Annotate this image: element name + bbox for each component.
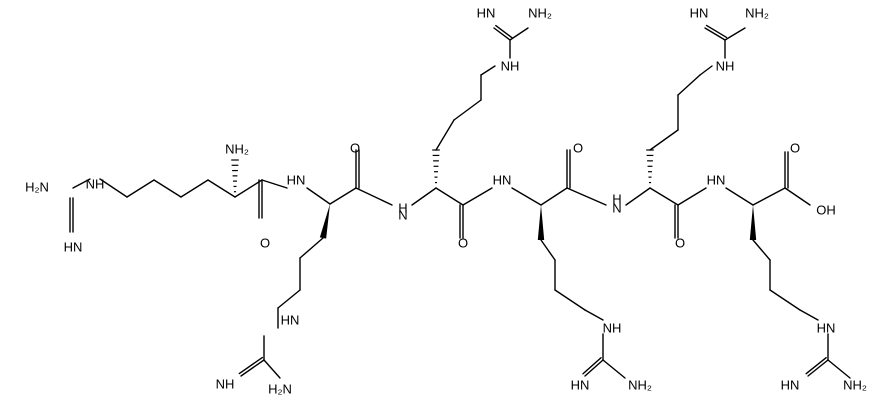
bond-guanidine5-nh2 bbox=[724, 27, 746, 41]
bond-chain bbox=[153, 179, 182, 198]
bond-chain bbox=[453, 99, 482, 121]
wedge-bond-alpha4 bbox=[537, 205, 545, 240]
bond-backbone bbox=[329, 187, 357, 205]
bond-chain bbox=[540, 239, 556, 261]
bond-backbone bbox=[435, 187, 464, 206]
nh2-label: NH₂ bbox=[628, 378, 652, 393]
bond-amide3 bbox=[462, 187, 493, 206]
hn-label: HN bbox=[781, 378, 800, 393]
nh-label: NH bbox=[603, 321, 622, 336]
bond-chain bbox=[769, 289, 801, 311]
hash-bond-alpha5 bbox=[646, 149, 654, 184]
o-label: O bbox=[573, 141, 583, 156]
nh2-label: NH₂ bbox=[745, 6, 769, 21]
hn-label: HN bbox=[707, 173, 726, 188]
bond-guanidine2-imine bbox=[238, 356, 263, 375]
n-label: N bbox=[398, 208, 407, 223]
bond-backbone bbox=[649, 187, 679, 206]
o-label: O bbox=[675, 236, 685, 251]
bond-amide4 bbox=[566, 187, 607, 206]
o-label: O bbox=[350, 141, 360, 156]
bond-chain bbox=[677, 74, 701, 96]
nh2-label: NH₂ bbox=[528, 6, 552, 21]
h-label: H bbox=[612, 192, 621, 207]
hn-label: HN bbox=[493, 173, 512, 188]
bond-chain bbox=[480, 65, 496, 76]
bond-chain bbox=[180, 179, 209, 198]
bond-guanidine5-imine bbox=[704, 27, 726, 41]
bond-amide1 bbox=[261, 179, 288, 189]
bond-chain bbox=[584, 309, 604, 321]
nh-label: NH bbox=[216, 377, 235, 392]
bond-chain bbox=[207, 179, 236, 198]
hash-bond-alpha3 bbox=[432, 149, 440, 184]
bond-chain bbox=[435, 119, 455, 151]
hn-label: HN bbox=[281, 313, 300, 328]
bond-chain bbox=[126, 179, 155, 198]
o-label: O bbox=[790, 141, 800, 156]
wedge-bond-alpha2 bbox=[319, 204, 330, 239]
bond-chain bbox=[277, 289, 301, 309]
bond-guanidine4-imine bbox=[584, 359, 604, 377]
nh-label: NH bbox=[86, 177, 105, 192]
bond-guanidine3-imine bbox=[495, 24, 513, 39]
bond-chain bbox=[699, 65, 713, 76]
bond-backbone bbox=[411, 187, 437, 206]
bond-backbone bbox=[511, 187, 542, 206]
h2n-label: H₂N bbox=[268, 382, 292, 397]
bond-chain bbox=[234, 179, 263, 198]
h2n-label: H₂N bbox=[25, 180, 49, 195]
bond-chain bbox=[554, 289, 586, 311]
o-label: O bbox=[260, 236, 270, 251]
bond-backbone bbox=[625, 187, 651, 206]
nh2-label: NH₂ bbox=[843, 378, 867, 393]
bond-chain bbox=[799, 309, 819, 321]
bond-backbone bbox=[752, 187, 786, 206]
bond-guanidine6-imine bbox=[807, 359, 829, 377]
hn-amide-label: HN bbox=[287, 173, 306, 188]
bond-guanidine3-imine bbox=[493, 27, 511, 41]
hash-bond-alpha1 bbox=[231, 159, 239, 193]
bond-amide5 bbox=[677, 187, 707, 206]
hn-label: HN bbox=[690, 6, 709, 21]
bond-guanidine5-imine bbox=[705, 24, 728, 39]
hn-label: HN bbox=[477, 6, 496, 21]
oh-label: OH bbox=[816, 203, 836, 218]
bond-backbone bbox=[540, 187, 568, 206]
bond-chain bbox=[649, 129, 679, 151]
bond-chain bbox=[752, 239, 771, 261]
bond-guanidine6-nh2 bbox=[827, 359, 851, 379]
bond-layer bbox=[69, 24, 851, 379]
n-label: N bbox=[612, 201, 621, 216]
bond-cooh bbox=[784, 187, 811, 206]
hn-label: HN bbox=[64, 240, 83, 255]
bond-guanidine1-nh2 bbox=[72, 178, 91, 189]
nh2-label: NH₂ bbox=[225, 142, 249, 157]
bond-guanidine2-nh2 bbox=[263, 359, 281, 379]
bond-guanidine4-imine bbox=[582, 357, 602, 375]
wedge-bond-alpha6 bbox=[749, 205, 757, 240]
bond-guanidine1-nh bbox=[99, 178, 128, 198]
bond-amide1-n bbox=[306, 187, 331, 205]
nh-label: NH bbox=[716, 59, 735, 74]
bond-guanidine4-nh2 bbox=[602, 359, 626, 379]
o-label: O bbox=[458, 236, 468, 251]
bond-guanidine2-imine bbox=[240, 359, 265, 377]
bond-amide2 bbox=[355, 187, 393, 206]
bond-chain bbox=[299, 237, 324, 259]
bond-guanidine3-nh2 bbox=[509, 27, 529, 41]
hn-label: HN bbox=[571, 378, 590, 393]
h-label: H bbox=[398, 201, 407, 216]
nh-label: NH bbox=[501, 59, 520, 74]
hn-label: HN bbox=[817, 321, 836, 336]
bond-guanidine6-imine bbox=[805, 356, 827, 375]
bond-backbone bbox=[725, 187, 754, 206]
